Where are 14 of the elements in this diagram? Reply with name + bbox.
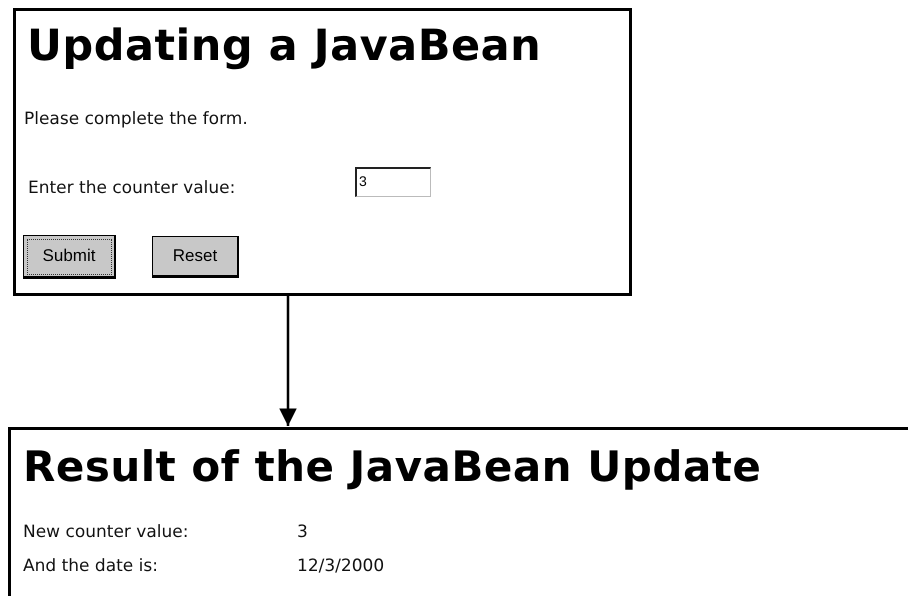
text-line: 3 [297, 522, 308, 542]
text-line: New counter value: [23, 522, 188, 542]
text-line: Please complete the form. [24, 109, 248, 130]
text-line: Enter the counter value: [28, 178, 236, 198]
browser-page-panel [8, 427, 908, 596]
arrow [279, 296, 297, 426]
form-button: Reset [152, 236, 239, 278]
text-line: And the date is: [23, 556, 158, 576]
browser-page-panel [13, 8, 632, 296]
text-line: 12/3/2000 [297, 556, 384, 576]
form-button: Submit [23, 235, 116, 279]
page-heading: Updating a JavaBean [27, 23, 542, 70]
input-field: 3 [355, 167, 431, 197]
page-heading: Result of the JavaBean Update [23, 444, 762, 490]
